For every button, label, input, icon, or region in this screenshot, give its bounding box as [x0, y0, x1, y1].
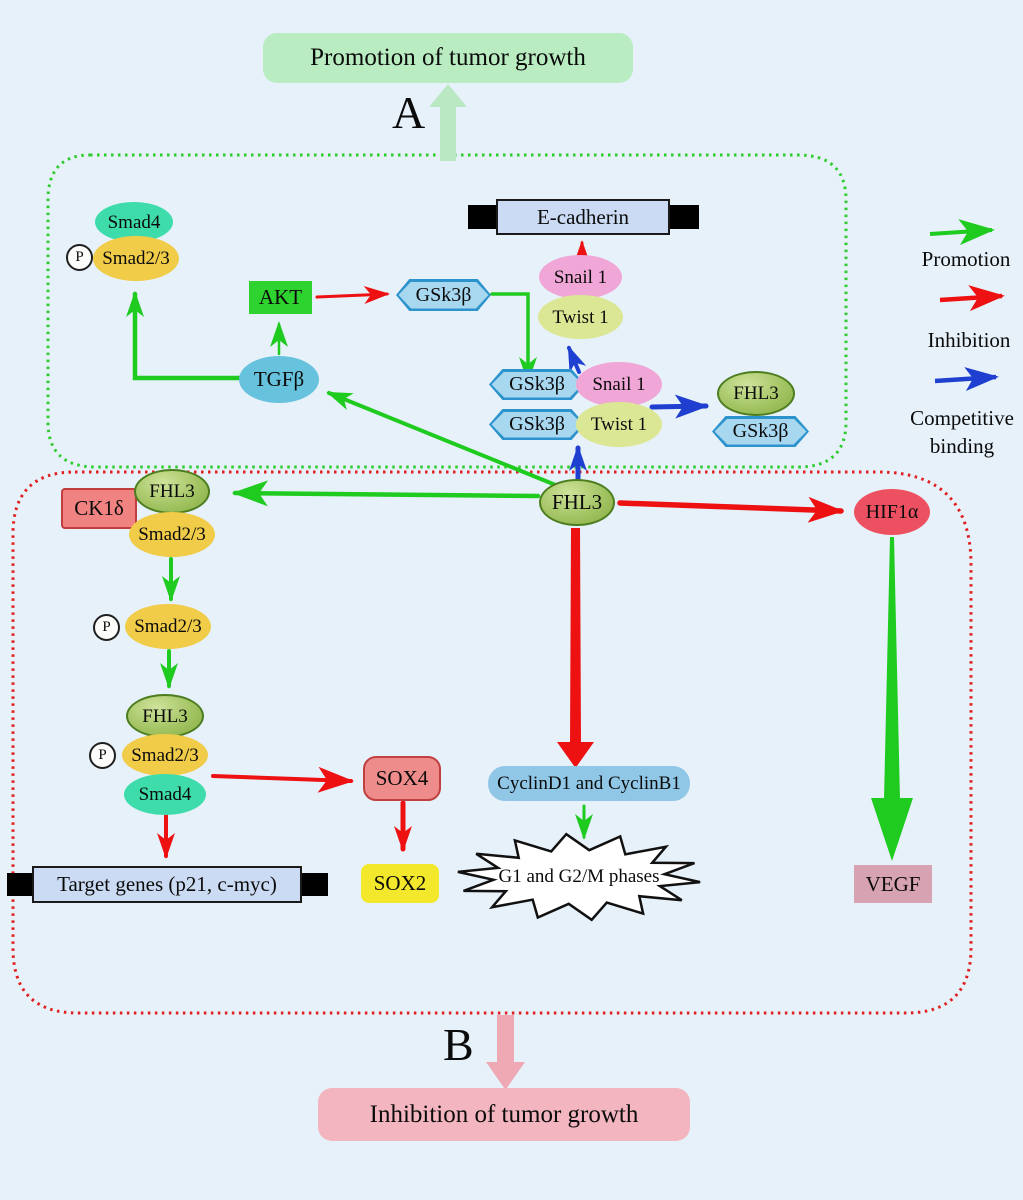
arrow-fhl3-inhibits-hif1a [617, 496, 844, 523]
arrow-fhl3-promotes-fhl3-ck1d [232, 480, 541, 507]
panel-b-border [11, 470, 973, 1015]
node-akt: AKT [249, 281, 312, 314]
node-gsk3b-free: GSk3β [396, 279, 491, 311]
arrow-competitive-complex-to-fhl3-gsk3b [649, 394, 709, 419]
legend-inhibition-label: Inhibition [927, 328, 1011, 352]
legend-promotion-label: Promotion [921, 247, 1011, 271]
node-snail1-free: Snail 1 [539, 255, 622, 299]
node-smad23-a: Smad2/3 [93, 236, 179, 281]
node-sox2: SOX2 [361, 864, 439, 903]
ecadherin-gene-flank-right [668, 205, 699, 229]
node-twist1-free: Twist 1 [538, 295, 623, 339]
node-smad4-a: Smad4 [95, 202, 173, 242]
node-sox4: SOX4 [363, 756, 441, 801]
arrow-smadcomplex-inhibits-sox4 [211, 766, 354, 793]
legend-arrows [929, 219, 1005, 392]
node-fhl3-ck1d-bound: FHL3 [134, 469, 210, 514]
hexagon-fill: GSk3β [491, 411, 583, 438]
arrow-fhl3-inhibits-cyclins [557, 528, 594, 768]
node-ck1d: CK1δ [61, 488, 137, 529]
node-target-genes: Target genes (p21, c-myc) [32, 866, 302, 903]
node-twist1-complex: Twist 1 [576, 402, 662, 447]
node-gsk3b-fhl3-bound: GSk3β [712, 416, 809, 447]
legend-competitive-label: Competitive binding [910, 406, 1014, 459]
panel-a-border [46, 153, 848, 469]
phospho-badge-b1: P [93, 614, 120, 641]
node-smad4-b: Smad4 [124, 774, 206, 815]
hexagon-fill: GSk3β [491, 371, 583, 398]
phases-starburst-shape [457, 832, 701, 922]
node-smad23-b1: Smad2/3 [129, 512, 215, 557]
inhibition-banner: Inhibition of tumor growth [318, 1088, 690, 1141]
section-b-label: B [443, 1019, 474, 1070]
phospho-badge-a: P [66, 244, 93, 271]
arrow-gsk3b-to-complex [490, 292, 537, 383]
node-smad23-b3: Smad2/3 [122, 734, 208, 776]
arrow-competitive-complex-to-twist1 [567, 345, 587, 374]
node-gsk3b-snail-complex: GSk3β [489, 369, 585, 400]
arrow-akt-inhibits-gsk3b [315, 285, 390, 304]
node-hif1a: HIF1α [854, 489, 930, 535]
node-smad23-b2: Smad2/3 [125, 604, 211, 649]
node-snail1-complex: Snail 1 [576, 362, 662, 407]
arrow-tgfb-to-smad23-elbow [126, 291, 245, 381]
hexagon-fill: GSk3β [714, 418, 807, 445]
target-genes-flank-right [299, 873, 328, 896]
node-tgfb: TGFβ [239, 356, 319, 403]
node-fhl3-smad-complex: FHL3 [126, 694, 204, 738]
legend-promotion-arrow [929, 219, 995, 246]
arrows-layer [126, 240, 844, 859]
promotion-banner: Promotion of tumor growth [263, 33, 633, 83]
target-genes-flank-left [7, 873, 36, 896]
arrow-panelB-to-inhibition [486, 1015, 525, 1090]
node-ecadherin: E-cadherin [496, 199, 670, 235]
arrow-hif1a-promotes-vegf [871, 537, 913, 861]
arrow-panelA-to-promotion [429, 84, 467, 161]
node-phases-label: G1 and G2/M phases [498, 866, 660, 887]
section-a-label: A [392, 87, 426, 138]
legend-inhibition-arrow [939, 285, 1005, 312]
node-vegf: VEGF [854, 865, 932, 903]
node-gsk3b-twist-complex: GSk3β [489, 409, 585, 440]
hexagon-fill: GSk3β [398, 281, 489, 309]
arrow-fhl3-promotes-tgfb [326, 391, 560, 488]
phospho-badge-b2: P [89, 742, 116, 769]
node-cyclins: CyclinD1 and CyclinB1 [488, 766, 690, 801]
node-fhl3-gsk3b-bound: FHL3 [717, 371, 795, 416]
node-fhl3-central: FHL3 [539, 479, 615, 526]
legend-competitive-arrow [934, 367, 999, 392]
ecadherin-gene-flank-left [468, 205, 499, 229]
